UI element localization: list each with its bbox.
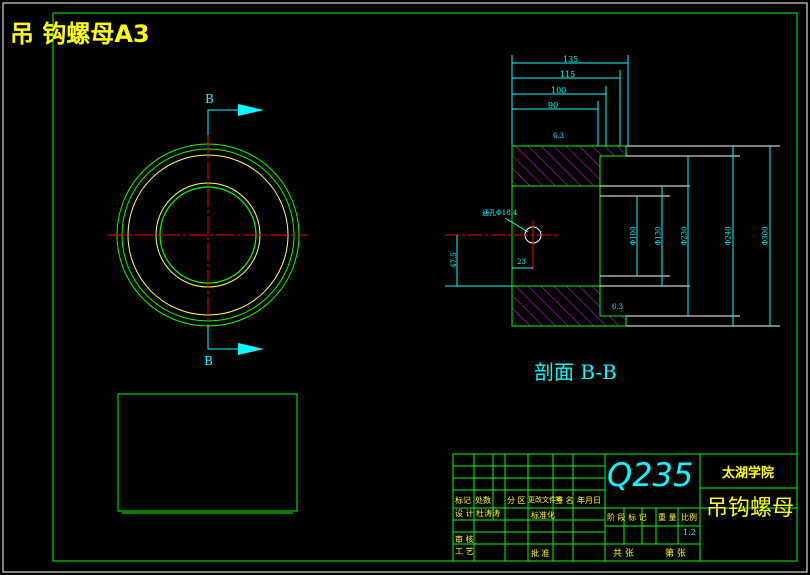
tb-h-doc: 更改文件号 xyxy=(528,496,563,504)
title-block xyxy=(452,453,798,562)
tb-h-sign: 签 名 xyxy=(555,496,574,505)
dim-label-115: 115 xyxy=(560,70,576,79)
tb-standard: 标准化 xyxy=(531,511,555,520)
dim-label-d2: Φ130 xyxy=(654,226,663,246)
cut-arrow-top xyxy=(238,104,264,116)
tb-weight: 重 量 xyxy=(658,513,677,522)
cut-arrow-bottom xyxy=(238,343,264,355)
tb-h-date: 年月日 xyxy=(577,496,601,505)
section-label: 剖面 B-B xyxy=(534,360,617,384)
tb-approve: 批 准 xyxy=(531,549,550,558)
side-view xyxy=(117,393,298,514)
dim-label-23: 23 xyxy=(517,258,526,266)
tb-total: 共 张 xyxy=(613,549,634,559)
tb-sheet: 第 张 xyxy=(665,549,686,559)
dimensions xyxy=(456,55,771,326)
dim-label-47: 47.5 xyxy=(449,252,458,268)
tb-scale: 1:2 xyxy=(683,528,696,537)
tb-process: 工 艺 xyxy=(455,547,474,556)
tb-scale-h: 比例 xyxy=(681,513,697,522)
tb-stage: 阶 段 标 记 xyxy=(607,513,647,522)
tb-design: 设 计 xyxy=(455,509,474,518)
dim-label-100: 100 xyxy=(551,86,567,95)
hole-leader xyxy=(504,217,529,233)
dim-label-135: 135 xyxy=(563,55,579,64)
cut-line-top xyxy=(207,109,238,135)
tb-material: Q235 xyxy=(607,456,694,494)
dim-label-d5: Φ300 xyxy=(761,226,770,246)
hatch-top xyxy=(512,146,600,186)
tb-school: 太湖学院 xyxy=(722,466,775,481)
dim-label-90: 90 xyxy=(548,101,559,110)
roughness-top: 6.3 xyxy=(553,132,565,140)
side-outline xyxy=(117,393,298,512)
cut-mark-bottom: B xyxy=(204,354,213,368)
dim-label-d3: Φ230 xyxy=(680,226,689,246)
section-outline xyxy=(511,145,627,327)
hatch-bottom xyxy=(512,286,600,326)
tb-h-mark: 标记 xyxy=(455,496,471,505)
tb-designer: 杜涛涛 xyxy=(476,509,500,518)
tb-h-count: 处数 xyxy=(475,496,491,505)
cut-mark-top: B xyxy=(205,92,214,106)
dim-label-d4: Φ240 xyxy=(724,226,733,246)
roughness-bottom: 6.3 xyxy=(612,303,624,311)
front-view xyxy=(108,104,308,355)
tb-part-name: 吊钩螺母 xyxy=(706,496,795,521)
cut-line-bottom xyxy=(207,325,238,350)
inner-frame xyxy=(52,12,798,562)
tb-review: 审 核 xyxy=(455,535,474,544)
hole-note: 通孔Φ18.4 xyxy=(482,209,518,217)
hatch-flange-bottom xyxy=(600,316,626,326)
sheet-title: 吊 钩螺母A3 xyxy=(10,20,150,48)
dim-label-d1: Φ100 xyxy=(629,226,638,246)
section-view xyxy=(445,145,780,327)
hatch-flange-top xyxy=(600,146,626,156)
tb-h-zone: 分 区 xyxy=(507,496,526,505)
